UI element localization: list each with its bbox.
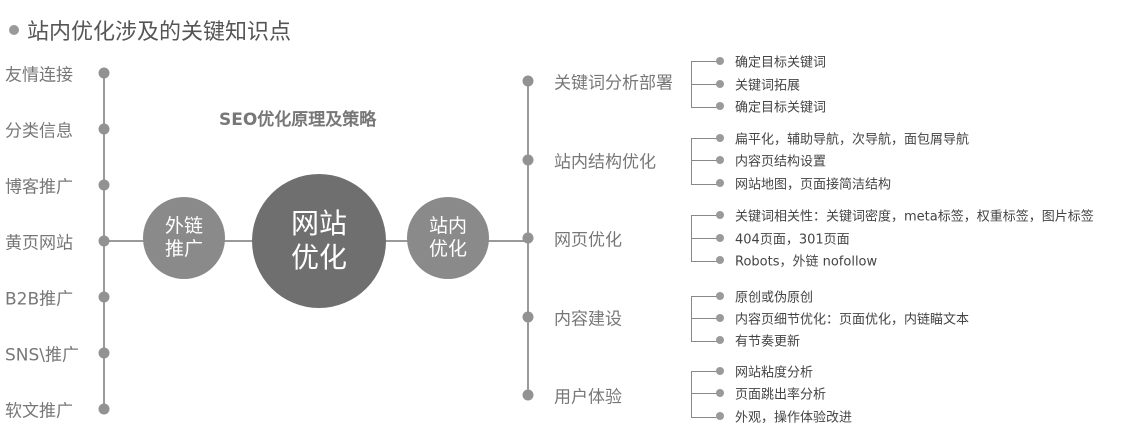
sub-item-dot-icon: [716, 211, 724, 219]
sub-item-dot-icon: [716, 367, 724, 375]
group-bracket: [691, 371, 720, 418]
sub-item-label: 404页面，301页面: [735, 232, 850, 248]
sub-item-label: 确定目标关键词: [735, 55, 827, 71]
left-item-label: 黄页网站: [5, 233, 73, 254]
left-node-dot-icon: [98, 179, 110, 191]
sub-item-label: 确定目标关键词: [735, 100, 827, 116]
sub-item-label: 原创或伪原创: [735, 290, 814, 306]
left-item-label: 博客推广: [5, 177, 73, 198]
onsite-optimization-circle: 站内优化: [407, 197, 489, 279]
right-node-dot-icon: [522, 75, 534, 87]
sub-item-dot-icon: [716, 389, 724, 397]
right-group-label: 内容建设: [554, 309, 622, 330]
sub-item-label: 外观，操作体验改进: [735, 410, 853, 426]
diagram-subtitle: SEO优化原理及策略: [219, 110, 377, 130]
left-item-label: B2B推广: [5, 289, 74, 310]
sub-item-label: 内容页细节优化：页面优化，内链瞄文本: [735, 312, 970, 328]
bracket-connector: [691, 393, 719, 394]
sub-item-dot-icon: [716, 314, 724, 322]
circle-label: 推广: [164, 238, 203, 260]
left-node-dot-icon: [98, 235, 110, 247]
left-item-label: SNS\推广: [5, 345, 80, 366]
sub-item-label: 内容页结构设置: [735, 154, 827, 170]
left-node-dot-icon: [98, 403, 110, 415]
left-node-dot-icon: [98, 347, 110, 359]
circle-label: 外链: [164, 215, 203, 237]
sub-item-label: 页面跳出率分析: [735, 387, 827, 403]
right-group-label: 站内结构优化: [554, 152, 656, 173]
page-title: 站内优化涉及的关键知识点: [27, 20, 292, 45]
left-item-label: 软文推广: [5, 401, 73, 422]
sub-item-label: Robots，外链 nofollow: [735, 254, 878, 270]
sub-item-dot-icon: [716, 179, 724, 187]
sub-item-dot-icon: [716, 256, 724, 264]
sub-item-dot-icon: [716, 57, 724, 65]
left-node-dot-icon: [98, 291, 110, 303]
circle-label: 网站: [290, 207, 347, 240]
group-bracket: [691, 138, 720, 185]
left-node-dot-icon: [98, 67, 110, 79]
sub-item-label: 关键词相关性：关键词密度，meta标签，权重标签，图片标签: [735, 209, 1094, 225]
sub-item-label: 关键词拓展: [735, 78, 801, 94]
bracket-connector: [691, 160, 719, 161]
sub-item-dot-icon: [716, 234, 724, 242]
left-item-label: 分类信息: [5, 121, 73, 142]
right-node-dot-icon: [522, 311, 534, 323]
title-bullet-icon: [9, 25, 19, 35]
sub-item-label: 网站粘度分析: [735, 365, 814, 381]
bracket-connector: [691, 318, 719, 319]
circle-label: 优化: [290, 241, 347, 274]
sub-item-dot-icon: [716, 412, 724, 420]
sub-item-dot-icon: [716, 102, 724, 110]
circle-label: 站内: [428, 215, 467, 237]
circle-label: 优化: [428, 238, 467, 260]
left-item-label: 友情连接: [5, 65, 73, 86]
right-group-label: 用户体验: [554, 387, 622, 408]
right-node-dot-icon: [522, 232, 534, 244]
sub-item-dot-icon: [716, 156, 724, 164]
external-link-circle: 外链推广: [143, 197, 225, 279]
sub-item-dot-icon: [716, 80, 724, 88]
sub-item-label: 扁平化，辅助导航，次导航，面包屑导航: [735, 132, 970, 148]
right-node-dot-icon: [522, 389, 534, 401]
left-node-dot-icon: [98, 123, 110, 135]
right-group-label: 网页优化: [554, 230, 622, 251]
bracket-connector: [691, 238, 719, 239]
sub-item-dot-icon: [716, 292, 724, 300]
website-optimization-circle: 网站优化: [252, 174, 386, 308]
bracket-connector: [691, 84, 719, 85]
right-group-label: 关键词分析部署: [554, 73, 673, 94]
group-bracket: [691, 296, 720, 342]
sub-item-label: 网站地图，页面接简洁结构: [735, 177, 892, 193]
right-node-dot-icon: [522, 154, 534, 166]
sub-item-dot-icon: [716, 134, 724, 142]
sub-item-dot-icon: [716, 336, 724, 344]
sub-item-label: 有节奏更新: [735, 334, 801, 350]
